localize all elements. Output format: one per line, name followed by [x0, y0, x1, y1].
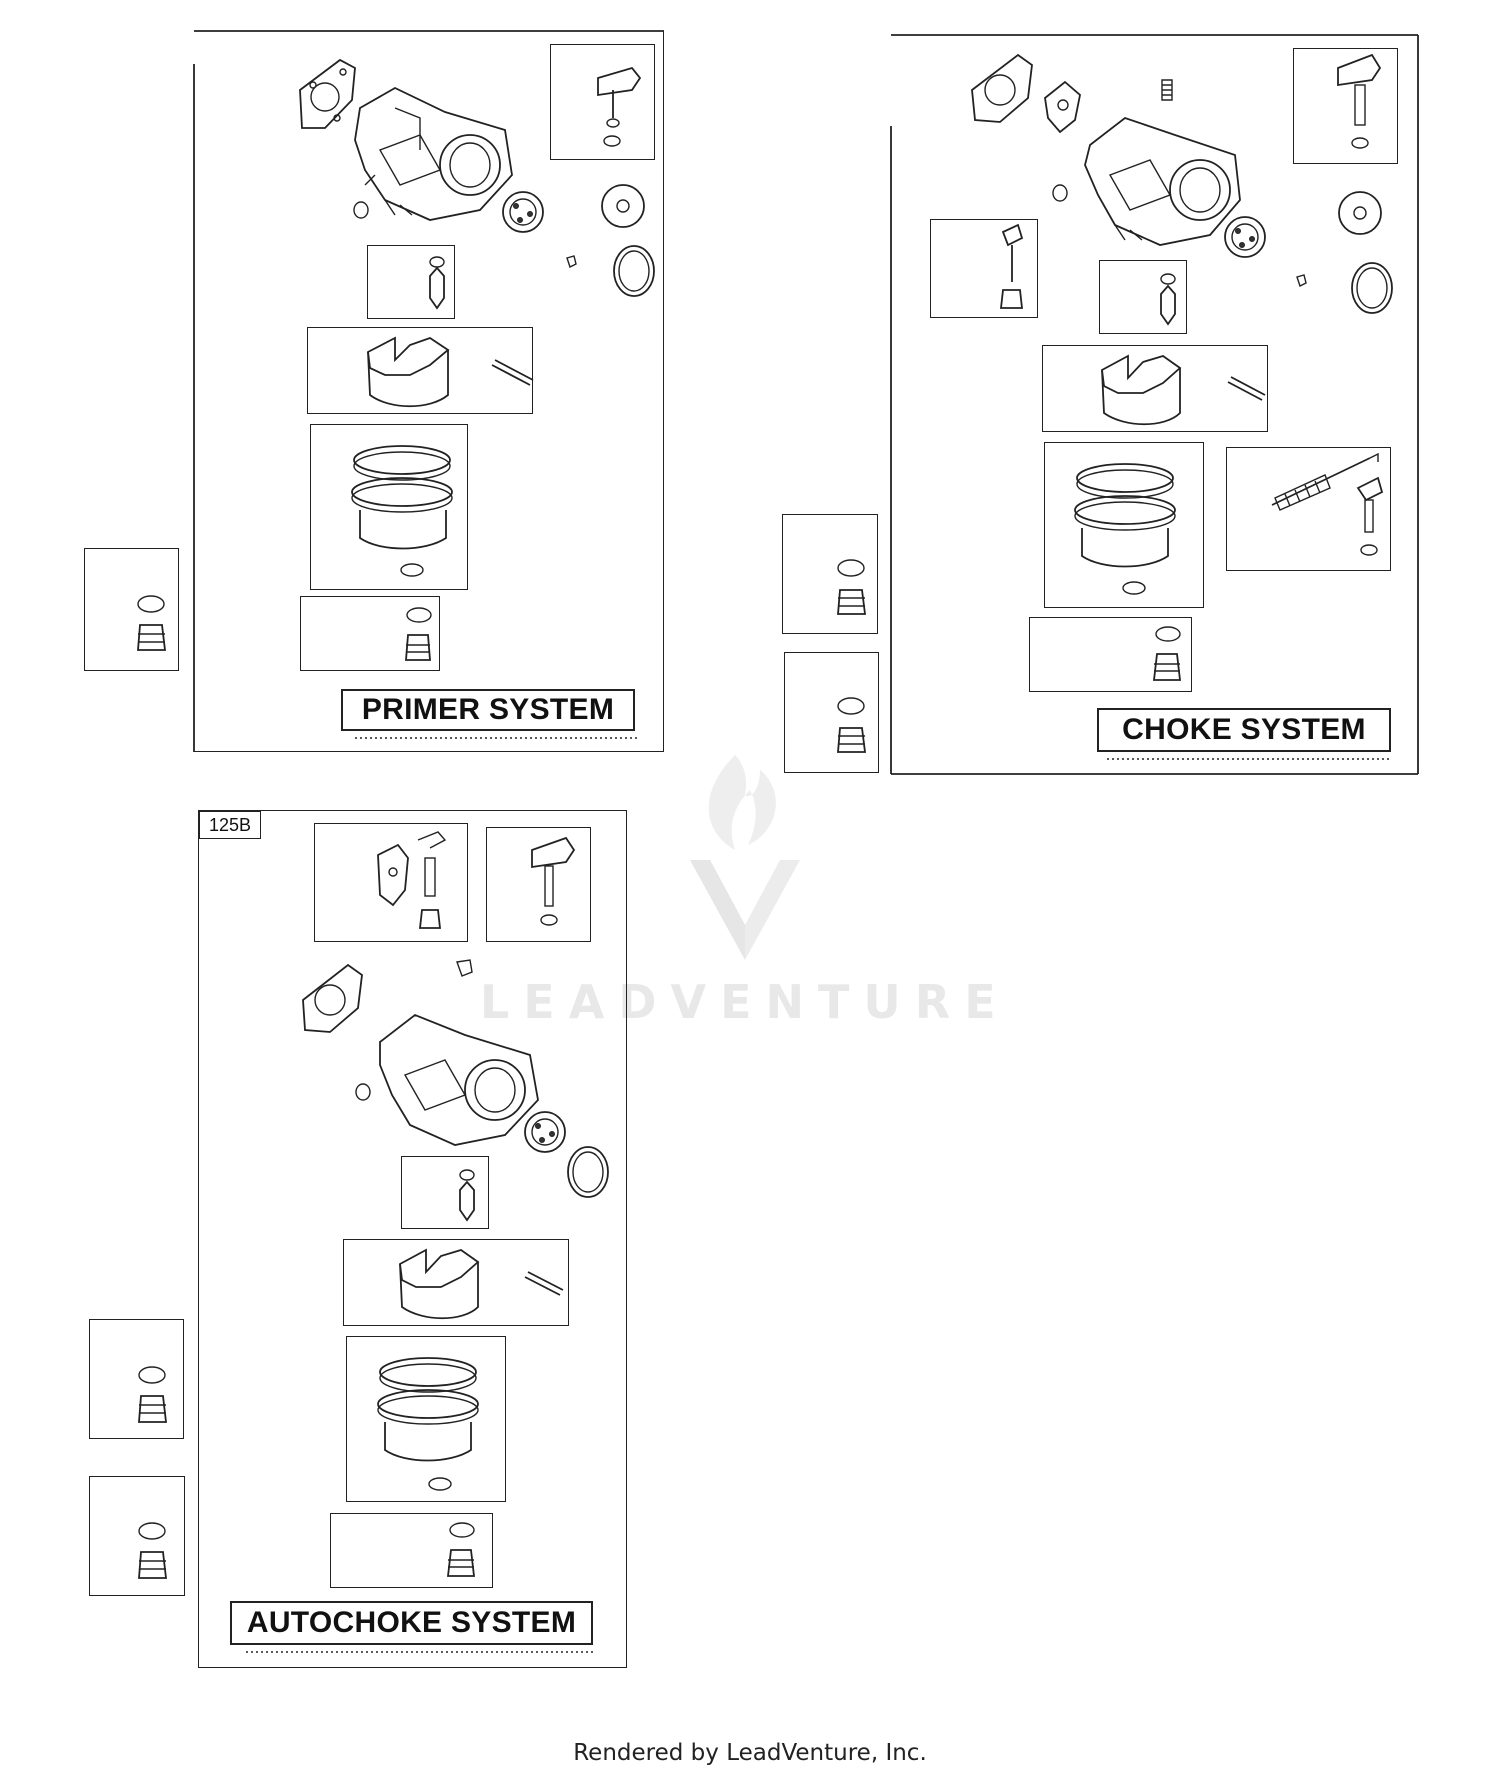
choke-linkage-box[interactable]: [1226, 447, 1391, 571]
choke-shaft-box[interactable]: [930, 219, 1038, 318]
primer-system-label: PRIMER SYSTEM: [341, 689, 635, 731]
primer-bowl-nut-box[interactable]: [300, 596, 440, 671]
autochoke-linkage-box[interactable]: [314, 823, 468, 942]
choke-float-box[interactable]: [1042, 345, 1268, 432]
autochoke-system-label: AUTOCHOKE SYSTEM: [230, 1601, 593, 1645]
autochoke-drain-plug-box-2[interactable]: [89, 1476, 185, 1596]
autochoke-drain-plug-box-1[interactable]: [89, 1319, 184, 1439]
primer-system-panel: [194, 31, 664, 752]
choke-needle-box[interactable]: [1099, 260, 1187, 334]
autochoke-system-panel: [198, 810, 627, 1668]
choke-system-label: CHOKE SYSTEM: [1097, 708, 1391, 752]
footer-credit: Rendered by LeadVenture, Inc.: [573, 1740, 927, 1766]
choke-drain-plug-box-1[interactable]: [782, 514, 878, 634]
watermark-text: LEADVENTURE: [480, 975, 1010, 1029]
autochoke-needle-box[interactable]: [401, 1156, 489, 1229]
diagram-id-tag: 125B: [199, 811, 261, 839]
autochoke-primer-box[interactable]: [486, 827, 591, 942]
autochoke-float-box[interactable]: [343, 1239, 569, 1326]
primer-primer-bulb-box[interactable]: [550, 44, 655, 160]
